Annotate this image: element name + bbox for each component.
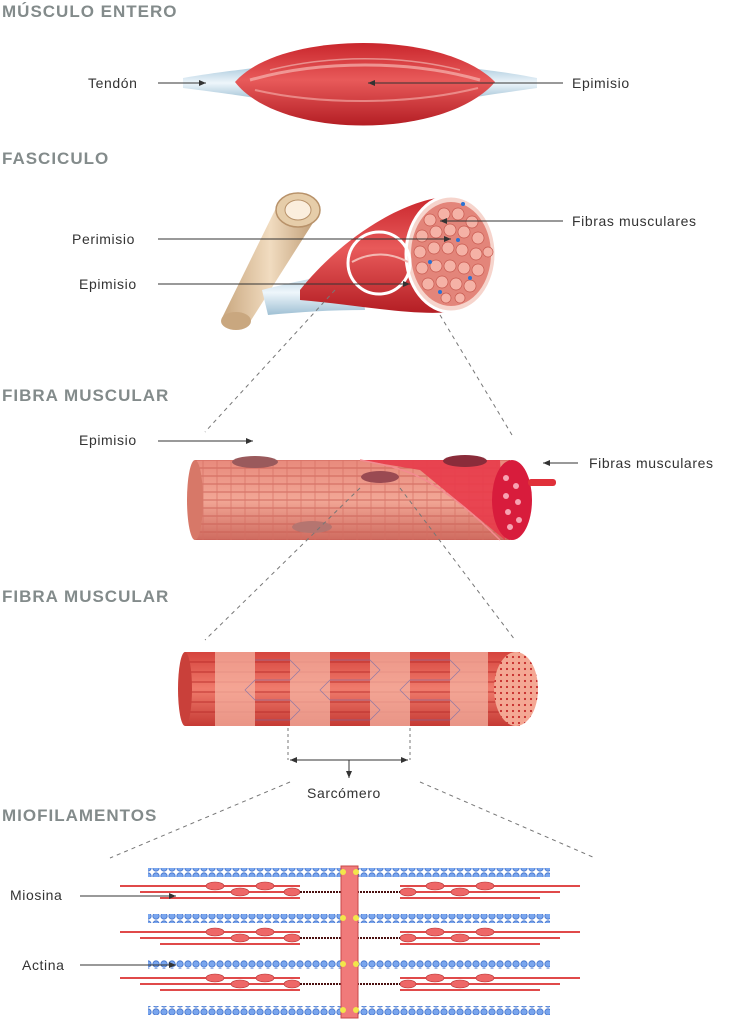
title-myofilaments: MIOFILAMENTOS (2, 806, 158, 825)
label-perimysium: Perimisio (72, 231, 135, 247)
myosin-row-2 (120, 927, 580, 945)
whole-muscle (183, 43, 537, 126)
myofilaments (120, 865, 580, 1019)
fascicle (221, 192, 498, 330)
muscle-fiber-1 (187, 455, 556, 541)
title-whole-muscle: MÚSCULO ENTERO (2, 2, 178, 21)
label-epimysium-fiber: Epimisio (79, 432, 137, 448)
title-fascicle: FASCICULO (2, 149, 110, 168)
label-fibers-fascicle: Fibras musculares (572, 213, 697, 229)
muscle-fiber-2 (178, 652, 538, 726)
label-sarcomere: Sarcómero (307, 785, 381, 801)
label-tendon: Tendón (88, 75, 138, 91)
title-muscle-fiber-1: FIBRA MUSCULAR (2, 386, 170, 405)
label-myosin: Miosina (10, 887, 63, 903)
label-actin: Actina (22, 957, 65, 973)
title-muscle-fiber-2: FIBRA MUSCULAR (2, 587, 170, 606)
label-epimysium-whole: Epimisio (572, 75, 630, 91)
label-fibers-fiber: Fibras musculares (589, 455, 714, 471)
myosin-row-3 (120, 973, 580, 991)
label-epimysium-fascicle: Epimisio (79, 276, 137, 292)
